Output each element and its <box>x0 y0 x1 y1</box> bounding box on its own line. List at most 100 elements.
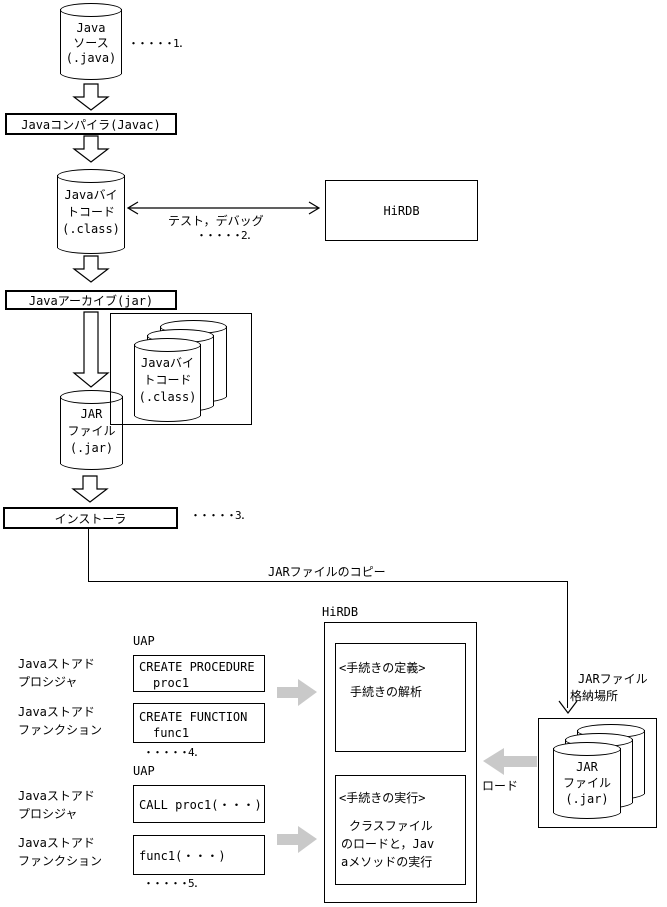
down-arrow-shape <box>72 255 110 283</box>
define-flow-arrow-icon <box>277 679 317 706</box>
stored-function-label-1: Javaストアド ファンクション <box>18 703 102 739</box>
define-panel-body: 手続きの解析 <box>342 683 422 701</box>
down-arrow-icon <box>72 135 110 163</box>
procedure-define-panel: <手続きの定義> 手続きの解析 <box>335 643 466 752</box>
java-source-label: Java ソース (.java) <box>60 21 122 66</box>
cylinder-body <box>60 9 122 74</box>
java-compiler-label: Javaコンパイラ(Javac) <box>21 117 161 132</box>
bytecode-line2: トコード <box>66 205 115 219</box>
label-line1: Javaストアド <box>18 657 95 671</box>
step5-note: ・・・・・5. <box>143 877 199 890</box>
down-arrow-shape <box>72 135 110 163</box>
copy-path-line-down <box>88 529 89 582</box>
hirdb-test-box: HiRDB <box>325 180 478 241</box>
long-down-arrow-shape <box>72 311 110 388</box>
cylinder-top-ellipse <box>553 742 621 756</box>
step2-note: ・・・・・2. <box>196 229 252 242</box>
stack-line2: トコード <box>143 373 192 387</box>
copy-path-line-to-storage <box>567 582 568 708</box>
installer-box: インストーラ <box>3 507 178 529</box>
load-arrow-icon <box>483 748 537 775</box>
execute-flow-arrow-icon <box>277 826 317 853</box>
stored-procedure-label-1: Javaストアド プロシジャ <box>18 655 95 691</box>
jar-storage-box: JAR ファイル (.jar) <box>538 718 657 828</box>
cylinder-body <box>553 748 621 813</box>
down-arrow-icon <box>72 83 110 111</box>
left-arrow-shape <box>483 748 537 775</box>
label-line1: Javaストアド <box>18 705 95 719</box>
step1-note: ・・・・・1. <box>128 37 184 50</box>
bytecode-line3: (.class) <box>62 222 120 236</box>
label-line2: ファンクション <box>18 854 103 868</box>
jar-stack-cylinder-front: JAR ファイル (.jar) <box>553 742 621 819</box>
jar-line1: JAR <box>80 407 103 421</box>
step4-note: ・・・・・4. <box>143 746 199 759</box>
jar-file-cylinder: JAR ファイル (.jar) <box>60 390 123 470</box>
java-archive-box: Javaアーカイブ(jar) <box>5 290 177 310</box>
test-debug-double-arrow-icon <box>126 201 321 215</box>
down-arrow-shape <box>72 83 110 111</box>
jar-copy-label: JARファイルのコピー <box>268 565 386 579</box>
cylinder-body <box>57 175 125 248</box>
label-line1: Javaストアド <box>18 836 95 850</box>
installer-label: インストーラ <box>54 511 127 526</box>
bytecode-stack-box: Javaバイ トコード (.class) <box>110 313 252 425</box>
load-label: ロード <box>482 779 519 793</box>
java-archive-label: Javaアーカイブ(jar) <box>28 293 154 308</box>
hirdb-runtime-label: HiRDB <box>322 605 359 619</box>
test-debug-label: テスト，デバッグ <box>168 214 264 228</box>
create-procedure-line1: CREATE PROCEDURE <box>139 660 255 674</box>
step3-note: ・・・・・3. <box>190 509 246 522</box>
storage-line2: 格納場所 <box>570 689 619 703</box>
long-down-arrow-icon <box>72 311 110 388</box>
cylinder-top-ellipse <box>57 169 125 183</box>
label-line2: プロシジャ <box>18 675 78 689</box>
jar-line3: (.jar) <box>69 441 114 455</box>
define-body-line1: 手続きの解析 <box>350 685 423 699</box>
call-function-text: func1(・・・) <box>139 848 226 863</box>
bytecode-line1: Javaバイ <box>64 188 118 202</box>
execute-panel-body: クラスファイル のロードと，Jav aメソッドの実行 <box>341 817 434 871</box>
jar-line2: ファイル <box>67 424 116 438</box>
jar-storage-label: JARファイル 格納場所 <box>570 671 648 705</box>
uap-execute-label: UAP <box>133 764 155 778</box>
right-arrow-shape <box>277 679 317 706</box>
stored-function-label-2: Javaストアド ファンクション <box>18 834 102 870</box>
hirdb-test-label: HiRDB <box>383 203 420 218</box>
down-arrow-icon <box>71 475 109 503</box>
bytecode-stack-label: Javaバイ トコード (.class) <box>134 355 201 406</box>
stack-line1: Javaバイ <box>141 356 194 370</box>
cylinder-top-ellipse <box>60 390 123 404</box>
execute-body-line1: クラスファイル <box>349 819 433 833</box>
bytecode-stack-cylinder-front: Javaバイ トコード (.class) <box>134 338 201 422</box>
call-function-box: func1(・・・) <box>133 835 265 875</box>
java-compiler-box: Javaコンパイラ(Javac) <box>5 113 177 135</box>
down-arrowhead-icon <box>558 700 578 714</box>
create-procedure-line2: proc1 <box>153 676 190 690</box>
jar-stack-label: JAR ファイル (.jar) <box>553 759 621 807</box>
java-bytecode-cylinder: Javaバイ トコード (.class) <box>57 169 125 254</box>
jar-stack-line1: JAR <box>576 760 598 774</box>
execute-panel-title: <手続きの実行> <box>339 791 426 805</box>
jar-stack-line2: ファイル <box>562 776 611 790</box>
java-source-line1: Java <box>76 21 106 35</box>
create-function-line2: func1 <box>153 726 190 740</box>
label-line1: Javaストアド <box>18 789 95 803</box>
java-source-cylinder: Java ソース (.java) <box>60 3 122 80</box>
call-procedure-box: CALL proc1(・・・) <box>133 785 265 823</box>
double-arrow-shape <box>126 201 321 215</box>
procedure-execute-panel: <手続きの実行> クラスファイル のロードと，Jav aメソッドの実行 <box>335 775 466 885</box>
down-arrow-shape <box>71 475 109 503</box>
cylinder-top-ellipse <box>134 338 201 352</box>
call-procedure-text: CALL proc1(・・・) <box>139 797 262 812</box>
java-source-line2: ソース <box>73 36 109 50</box>
arrowhead-shape <box>558 700 578 714</box>
down-arrow-icon <box>72 255 110 283</box>
cylinder-body <box>60 396 123 464</box>
create-function-line1: CREATE FUNCTION <box>139 710 248 724</box>
jar-file-label: JAR ファイル (.jar) <box>60 406 123 457</box>
create-procedure-box: CREATE PROCEDURE proc1 <box>133 655 265 692</box>
uap-define-label: UAP <box>133 634 155 648</box>
create-function-box: CREATE FUNCTION func1 <box>133 703 265 743</box>
